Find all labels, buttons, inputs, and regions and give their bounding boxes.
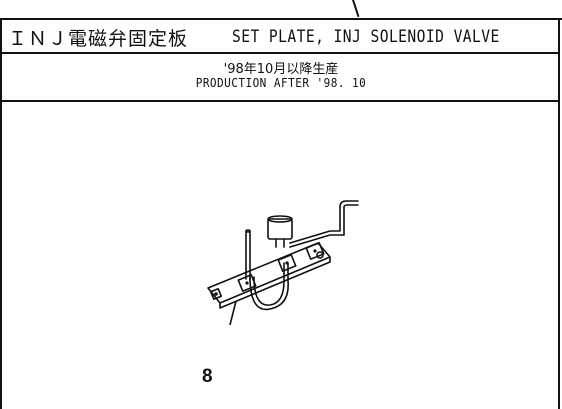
- rod-left-top: [245, 229, 251, 233]
- bolt-clamp-center: [285, 261, 289, 265]
- callout-number: 8: [202, 366, 213, 387]
- left-border: [0, 18, 2, 409]
- clamp-right: [305, 242, 325, 260]
- solenoid-top: [267, 215, 293, 223]
- production-note-japanese: '98年10月以降生産: [223, 62, 339, 77]
- pipe-right: [289, 200, 359, 244]
- callout-leader: [229, 300, 237, 325]
- note-divider: [0, 100, 560, 102]
- title-row: ＩＮＪ電磁弁固定板 SET PLATE, INJ SOLENOID VALVE: [2, 22, 558, 52]
- top-tick: [352, 0, 360, 18]
- plate-body: [207, 242, 331, 304]
- plate-edge: [219, 256, 331, 309]
- solenoid-body: [267, 218, 293, 240]
- clamp-center: [277, 254, 297, 272]
- title-japanese: ＩＮＪ電磁弁固定板: [8, 27, 189, 50]
- right-border: [558, 18, 560, 409]
- bolt-clamp-left: [245, 281, 249, 285]
- u-pipe: [249, 262, 289, 311]
- set-plate-drawing: [207, 200, 359, 325]
- rod-left: [245, 230, 251, 280]
- solenoid-stem: [275, 238, 285, 248]
- bolt-left: [214, 292, 218, 296]
- plate-hole-left: [209, 287, 223, 301]
- production-note-english: PRODUCTION AFTER '98. 10: [195, 76, 367, 90]
- title-english: SET PLATE, INJ SOLENOID VALVE: [232, 27, 500, 47]
- pipe-right-inner: [289, 204, 359, 248]
- bolt-clamp-right: [313, 249, 317, 253]
- title-divider: [0, 52, 560, 54]
- top-border: [0, 18, 562, 20]
- u-pipe-inner: [253, 262, 285, 306]
- clamp-left: [237, 274, 257, 292]
